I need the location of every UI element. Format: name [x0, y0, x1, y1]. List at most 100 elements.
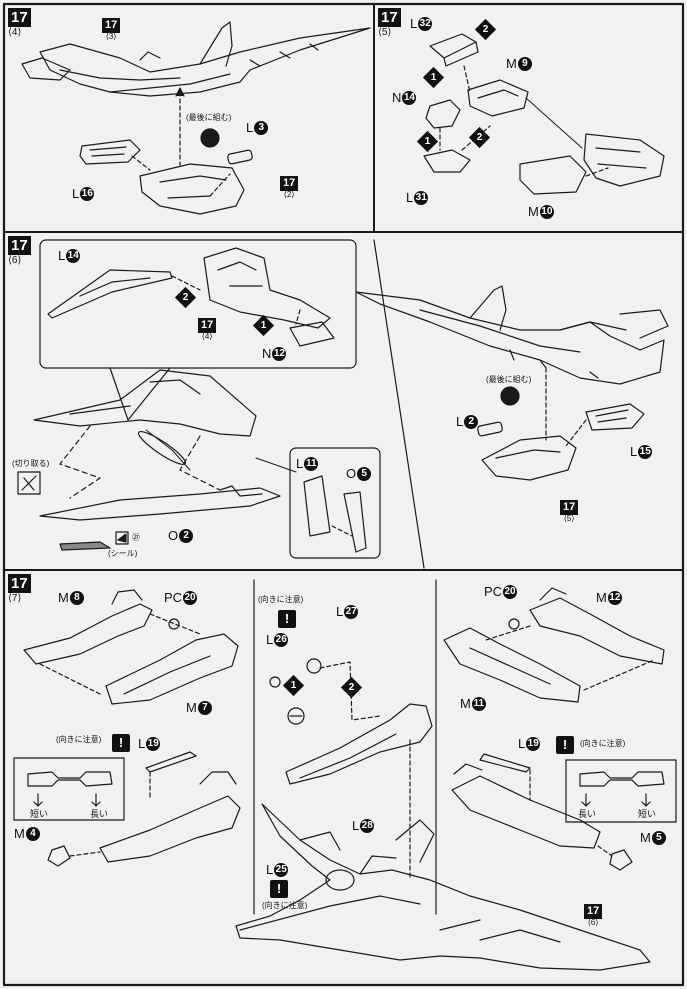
- step-sub-4: ⟨4⟩: [8, 27, 22, 38]
- part-L16-4: [79, 139, 141, 165]
- part-N12-6: [289, 321, 335, 347]
- seal-icon-6: [115, 531, 129, 545]
- part-L28-7: [325, 869, 355, 891]
- warning-icon: !: [112, 734, 130, 752]
- rotate-mark-7: [287, 707, 305, 725]
- part-L32-5: [429, 33, 479, 67]
- tail-part-4: [139, 163, 245, 215]
- note-attention-d: (向きに注意): [580, 739, 626, 748]
- part-M9-5: [467, 79, 529, 117]
- detail-box-L19a: [13, 757, 125, 821]
- label-long-a: 長い: [90, 809, 109, 819]
- peg-mark-4: [200, 128, 220, 148]
- note-assemble-last-b: (最後に組む): [486, 375, 532, 384]
- part-L26-7: [269, 676, 281, 688]
- step-ref-2: 17⟨2⟩: [280, 176, 299, 200]
- sequence-mark: 1: [422, 66, 445, 89]
- part-strip-6: [137, 430, 187, 466]
- mid-wing-6: [33, 369, 257, 437]
- part-L15-6: [585, 403, 645, 431]
- part-L11-6: [303, 475, 331, 537]
- sequence-mark: 2: [174, 286, 197, 309]
- label-short-a: 短い: [30, 809, 49, 819]
- part-M5-7: [609, 849, 633, 871]
- peg-mark-6: [500, 386, 520, 406]
- sequence-mark: 1: [252, 314, 275, 337]
- label-short-b: 短い: [638, 809, 657, 819]
- warning-icon: !: [556, 736, 574, 754]
- arm-assembly-7b: [451, 763, 601, 849]
- step-badge-6: 17: [8, 236, 31, 255]
- step-sub-6: ⟨6⟩: [8, 255, 22, 266]
- part-M11-7: [443, 627, 581, 703]
- warning-icon: !: [278, 610, 296, 628]
- step-sub-7: ⟨7⟩: [8, 593, 22, 604]
- step-ref-3: 17⟨3⟩: [102, 18, 121, 42]
- part-M10-5: [519, 155, 587, 195]
- part-L19-7a: [145, 751, 197, 773]
- part-M8-7: [23, 589, 153, 665]
- step-ref-6: 17⟨6⟩: [584, 904, 603, 928]
- note-attention-b: (向きに注意): [258, 595, 304, 604]
- step-ref-5: 17⟨5⟩: [560, 500, 579, 524]
- part-PC20-7a: [168, 618, 180, 630]
- part-M12-7: [529, 587, 665, 665]
- step-badge-5: 17: [378, 8, 401, 27]
- part-M7-7: [105, 633, 239, 705]
- engine-block-6: [203, 247, 331, 329]
- sequence-mark: 1: [416, 130, 439, 153]
- part-O5-6: [343, 491, 367, 553]
- detail-box-L19b: [565, 759, 677, 823]
- part-L27-7: [306, 658, 322, 674]
- main-wing-6: [355, 285, 669, 385]
- arm-assembly-7a: [99, 771, 241, 863]
- sequence-mark: 1: [282, 674, 305, 697]
- note-attention-c: (向きに注意): [262, 901, 308, 910]
- part-L14-6: [47, 269, 173, 319]
- step-badge-4: 17: [8, 8, 31, 27]
- note-assemble-last-a: (最後に組む): [186, 113, 232, 122]
- step-ref-4: 17⟨4⟩: [198, 318, 217, 342]
- body-assembly-5: [583, 133, 665, 187]
- callout-tail-6: [109, 367, 171, 421]
- sequence-mark: 2: [474, 18, 497, 41]
- cutter-icon-6: [17, 471, 41, 495]
- callout-diagonal-6: [373, 239, 425, 569]
- sequence-mark: 2: [468, 126, 491, 149]
- detail-box-L11: [289, 447, 381, 559]
- final-assembly-7: [235, 803, 651, 971]
- cannon-7: [285, 703, 433, 785]
- note-seal: (シール): [108, 549, 138, 558]
- part-L31-5: [423, 149, 471, 173]
- part-L19-7b: [479, 753, 531, 773]
- part-O2-6: [39, 485, 281, 521]
- note-seal-number: ㉗: [132, 533, 140, 542]
- part-PC20-7b: [508, 618, 520, 630]
- part-N14-5: [425, 99, 461, 129]
